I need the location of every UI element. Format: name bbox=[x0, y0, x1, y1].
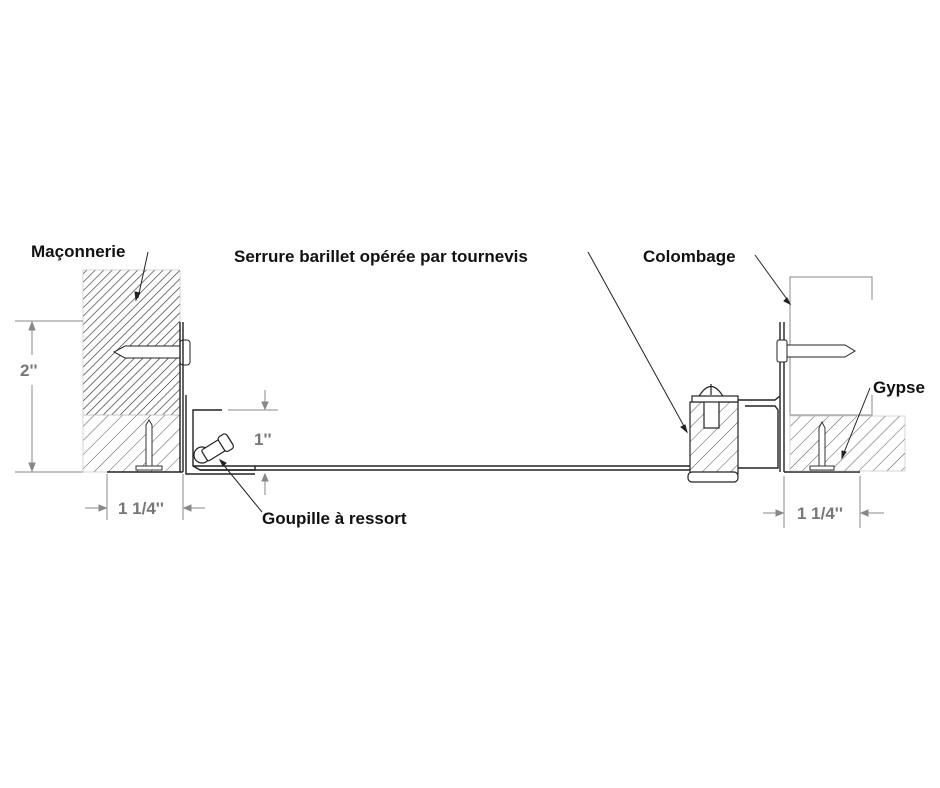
label-gypsum: Gypse bbox=[873, 378, 925, 397]
left-screw bbox=[135, 419, 163, 471]
dim-flange-left: 1 1/4'' bbox=[118, 499, 164, 518]
dimension-lines bbox=[15, 320, 884, 528]
label-masonry: Maçonnerie bbox=[31, 242, 125, 261]
stud-screw bbox=[776, 339, 856, 363]
right-screw bbox=[809, 420, 835, 471]
spring-pin bbox=[193, 433, 234, 464]
label-spring-pin: Goupille à ressort bbox=[262, 509, 407, 528]
leader-lines bbox=[134, 251, 871, 513]
label-lock: Serrure barillet opérée par tournevis bbox=[234, 247, 528, 266]
left-frame bbox=[107, 322, 690, 475]
dim-depth: 1'' bbox=[254, 430, 272, 449]
masonry-wall bbox=[82, 269, 181, 473]
dim-flange-right: 1 1/4'' bbox=[797, 504, 843, 523]
label-stud: Colombage bbox=[643, 247, 736, 266]
dim-height-left: 2'' bbox=[20, 361, 38, 380]
cam-lock-cylinder bbox=[687, 384, 739, 483]
